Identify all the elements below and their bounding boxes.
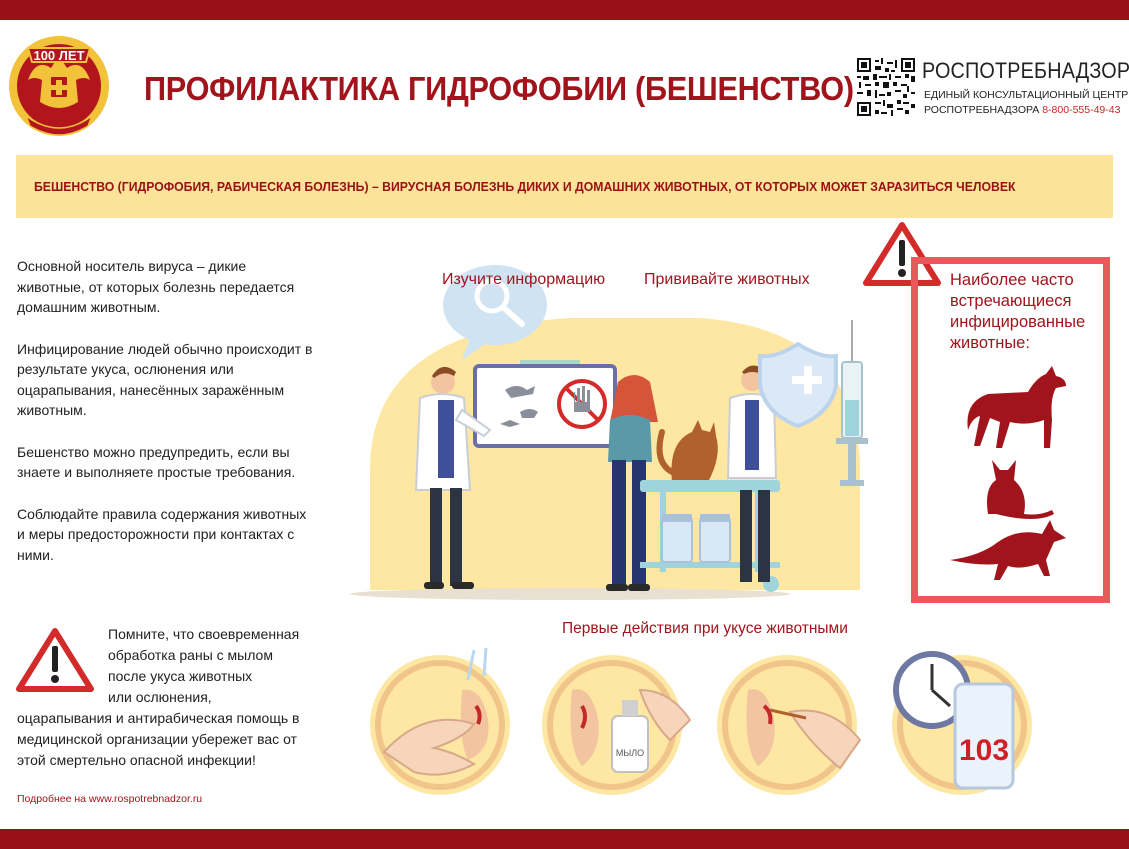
vaccinate-label: Прививайте животных [644, 271, 810, 288]
fox-silhouette-icon [950, 520, 1066, 580]
page-title: ПРОФИЛАКТИКА ГИДРОФОБИИ (БЕШЕНСТВО) [144, 70, 854, 107]
definition-banner: БЕШЕНСТВО (ГИДРОФОБИЯ, РАБИЧЕСКАЯ БОЛЕЗН… [16, 155, 1113, 218]
info-board-illustration [473, 360, 617, 448]
info-paragraph-prevention: Бешенство можно предупредить, если вы зн… [17, 443, 296, 481]
speech-bubble-magnifier-icon [443, 265, 547, 360]
qr-code[interactable] [857, 58, 915, 116]
shield-cross-icon [758, 341, 838, 429]
doctor-left-illustration [414, 366, 492, 589]
warning-note-line-3: после укуса животных [108, 668, 253, 684]
more-info-link[interactable]: Подробнее на www.rospotrebnadzor.ru [17, 793, 203, 805]
warning-note-line-6: медицинской организации убережет вас от [17, 731, 297, 747]
infected-animals-heading: Наиболее часто встречающиеся инфицирован… [950, 271, 1086, 352]
soap-label: МЫЛО [616, 748, 644, 758]
emergency-number[interactable]: 103 [959, 734, 1009, 767]
warning-note-line-2: обработка раны с мылом [108, 647, 273, 663]
dog-silhouette-icon [967, 366, 1066, 448]
first-aid-washing-circle [370, 647, 510, 795]
info-text-block: Основной носитель вируса – дикие животны… [17, 256, 317, 586]
emergency-call-circle: 103 [892, 651, 1032, 795]
cat-illustration [656, 420, 718, 482]
emblem-years-text: 100 ЛЕТ [33, 48, 84, 63]
org-subtitle-2: РОСПОТРЕБНАДЗОРА [924, 104, 1040, 116]
warning-note-line-5: оцарапывания и антирабическая помощь в [17, 710, 300, 726]
syringe-icon [836, 320, 868, 486]
infected-animals-frame [911, 257, 1110, 603]
first-aid-heading: Первые действия при укусе животными [562, 620, 848, 637]
top-bar [0, 0, 1129, 20]
first-aid-treatment-circle [717, 655, 862, 795]
warning-note-line-7: этой смертельно опасной инфекции! [17, 752, 256, 768]
vet-table-illustration [640, 480, 780, 592]
warning-note-line-4: или ослюнения, [108, 689, 212, 705]
info-paragraph-carrier: Основной носитель вируса – дикие животны… [17, 258, 295, 315]
woman-illustration [606, 375, 658, 591]
info-paragraph-infection: Инфицирование людей обычно происходит в … [17, 340, 313, 419]
phone-icon [953, 682, 1015, 790]
cat-silhouette-icon [987, 460, 1054, 519]
bottom-bar [0, 829, 1129, 849]
first-aid-soap-circle: МЫЛО [542, 655, 692, 795]
rospotrebnadzor-emblem: 100 ЛЕТ [9, 36, 109, 136]
org-subtitle: ЕДИНЫЙ КОНСУЛЬТАЦИОННЫЙ ЦЕНТР [924, 89, 1129, 101]
warning-triangle-icon [863, 222, 941, 286]
org-subtitle-phone: РОСПОТРЕБНАДЗОРА 8-800-555-49-43 [924, 104, 1120, 116]
info-paragraph-rules: Соблюдайте правила содержания животных и… [17, 505, 307, 563]
study-info-label: Изучите информацию [442, 271, 606, 288]
warning-note-line-1: Помните, что своевременная [108, 626, 300, 642]
org-name: РОСПОТРЕБНАДЗОР [922, 58, 1129, 83]
definition-text: БЕШЕНСТВО (ГИДРОФОБИЯ, РАБИЧЕСКАЯ БОЛЕЗН… [34, 179, 1016, 194]
warning-triangle-bottom-icon [16, 628, 94, 692]
hotline-phone[interactable]: 8-800-555-49-43 [1042, 104, 1121, 116]
